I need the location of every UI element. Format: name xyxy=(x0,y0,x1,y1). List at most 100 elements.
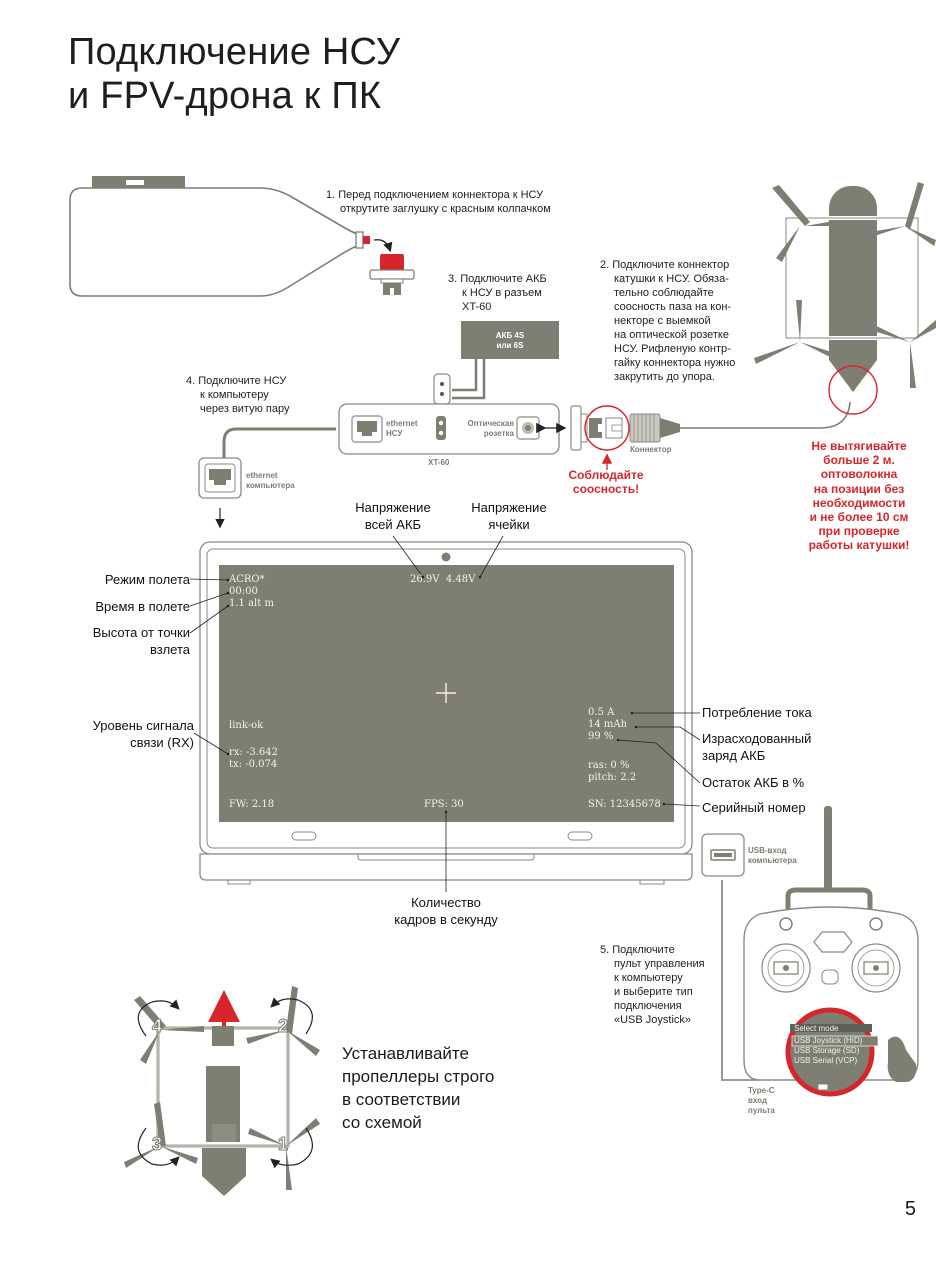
typec-label-line1: Type-C xyxy=(748,1086,775,1095)
menu-option-usb-storage[interactable]: USB Storage (SD) xyxy=(794,1046,860,1055)
fiber-warning-line: необходимости xyxy=(812,495,906,510)
step-5-number: 5. xyxy=(600,944,610,956)
step-2-line: катушки к НСУ. Обяза- xyxy=(614,273,729,285)
step-5-line: Подключите xyxy=(612,944,675,956)
callout-pack-voltage: Напряжение всей АКБ xyxy=(332,499,454,533)
page-title: Подключение НСУ и FPV-дрона к ПК xyxy=(68,30,400,118)
step-2-number: 2. xyxy=(600,259,610,271)
step-4-line: к компьютеру xyxy=(200,389,269,401)
osd-attitude: ras: 0 % pitch: 2.2 xyxy=(588,760,636,784)
crosshair-icon xyxy=(436,683,456,703)
callout-altitude-line1: Высота от точки xyxy=(92,625,190,640)
propeller-number-2: 2 xyxy=(277,1016,289,1037)
laptop xyxy=(199,541,693,885)
callout-signal-line1: Уровень сигнала xyxy=(92,718,194,733)
pc-ethernet-label-line2: компьютера xyxy=(246,481,295,490)
usb-input-label: USB-вход компьютера xyxy=(748,846,797,866)
gcu-ethernet-label-line2: НСУ xyxy=(386,429,403,438)
step-4-text: 4. Подключите НСУ к компьютеру через вит… xyxy=(186,374,289,416)
fiber-connector xyxy=(570,401,851,470)
menu-option-usb-serial[interactable]: USB Serial (VCP) xyxy=(794,1056,858,1065)
step-1-text: 1. Перед подключением коннектора к НСУ о… xyxy=(326,188,551,216)
step-4-line: через витую пару xyxy=(200,403,290,415)
propeller-instruction-line: со схемой xyxy=(342,1113,422,1132)
battery-label-line2: или 6S xyxy=(496,341,524,350)
radio-controller xyxy=(743,806,919,1097)
page-number: 5 xyxy=(904,1198,916,1220)
step-1-line1: Перед подключением коннектора к НСУ xyxy=(338,189,544,201)
connector-label: Коннектор xyxy=(630,445,672,454)
step-1-line2: открутите заглушку с красным колпачком xyxy=(340,203,551,215)
propeller-number-3: 3 xyxy=(151,1134,163,1155)
fiber-warning-line: оптоволокна xyxy=(820,467,898,482)
osd-pack-voltage: 26.9V xyxy=(410,574,440,585)
osd-serial: SN: 12345678 xyxy=(588,799,661,810)
alignment-warning-line2: соосность! xyxy=(572,482,640,496)
fiber-warning-line: больше 2 м. xyxy=(823,453,895,468)
osd-flight-mode: ACRO* xyxy=(229,574,265,585)
step-2-text: 2. Подключите коннектор катушки к НСУ. О… xyxy=(600,258,735,384)
typec-label-line3: пульта xyxy=(748,1106,775,1115)
step-2-line: некторе с выемкой xyxy=(614,315,711,327)
osd-link-values: rx: -3.642 tx: -0.074 xyxy=(229,747,278,771)
osd-flight-time: 00:00 xyxy=(229,586,258,597)
step-3-line: Подключите АКБ xyxy=(460,273,547,285)
alignment-warning: Соблюдайте соосность! xyxy=(556,468,656,496)
fiber-warning-line: и не более 10 см xyxy=(809,510,909,525)
step-3-number: 3. xyxy=(448,273,458,285)
optical-socket-label-line2: розетка xyxy=(483,429,514,438)
gcu-box xyxy=(338,403,567,455)
pc-ethernet-label: ethernet компьютера xyxy=(246,471,295,491)
controller-mode-menu: Select mode USB Joystick (HID) USB Stora… xyxy=(794,1024,862,1066)
osd-current: 0.5 A xyxy=(588,707,615,718)
ethernet-cable xyxy=(222,427,336,460)
propeller-instruction: Устанавливайте пропеллеры строго в соотв… xyxy=(342,1042,494,1134)
callout-consumed: Израсходованный заряд АКБ xyxy=(702,730,811,764)
callout-flight-mode: Режим полета xyxy=(104,572,190,587)
step-5-line: к компьютеру xyxy=(614,972,683,984)
step-2-line: Подключите коннектор xyxy=(612,259,730,271)
gcu-ethernet-label-line1: ethernet xyxy=(386,419,418,428)
osd-rx: rx: -3.642 xyxy=(229,747,278,758)
fiber-warning-line: на позиции без xyxy=(813,481,905,496)
page-title-line2: и FPV-дрона к ПК xyxy=(68,75,382,117)
drone-top-view xyxy=(754,182,936,415)
fiber-warning: Не вытягивайте больше 2 м. оптоволокна н… xyxy=(786,439,932,553)
callout-fps: Количество кадров в секунду xyxy=(376,894,516,928)
fiber-warning-line: работы катушки! xyxy=(808,538,910,553)
typec-label-line2: вход xyxy=(748,1096,768,1105)
osd-consumed: 14 mAh xyxy=(588,719,628,730)
osd-voltages: 26.9V 4.48V xyxy=(410,574,475,586)
callout-cell-voltage-line1: Напряжение xyxy=(471,500,547,515)
callout-pack-voltage-line1: Напряжение xyxy=(355,500,431,515)
osd-top-left: ACRO* 00:00 1.1 alt m xyxy=(229,574,274,610)
callout-fps-line2: кадров в секунду xyxy=(394,912,498,927)
spool-housing xyxy=(69,176,393,297)
menu-option-usb-joystick[interactable]: USB Joystick (HID) xyxy=(794,1036,863,1045)
usb-input-label-line2: компьютера xyxy=(748,856,797,865)
step-5-line: подключения xyxy=(614,1000,682,1012)
step-5-line: и выберите тип xyxy=(614,986,693,998)
alignment-warning-line1: Соблюдайте xyxy=(568,468,644,482)
red-cap xyxy=(369,254,415,296)
optical-socket-label: Оптическая розетка xyxy=(452,419,514,439)
pc-ethernet-port xyxy=(198,457,242,529)
osd-fps: FPS: 30 xyxy=(424,799,464,810)
callout-consumed-line1: Израсходованный xyxy=(702,731,812,746)
step-2-line: тельно соблюдайте xyxy=(614,287,714,299)
callout-flight-time: Время в полете xyxy=(95,599,190,614)
step-2-line: на оптической розетке xyxy=(614,329,729,341)
osd-ras: ras: 0 % xyxy=(588,760,630,771)
step-2-line: закрутить до упора. xyxy=(614,371,715,383)
callout-signal: Уровень сигнала связи (RX) xyxy=(40,717,194,751)
callout-consumed-line2: заряд АКБ xyxy=(702,748,766,763)
osd-altitude: 1.1 alt m xyxy=(229,598,274,609)
step-2-line: НСУ. Рифленую контр- xyxy=(614,343,731,355)
step-2-line: соосность паза на кон- xyxy=(614,301,732,313)
fiber-warning-line: при проверке xyxy=(818,524,900,539)
step-2-line: гайку коннектора нужно xyxy=(614,357,736,369)
xt60-label: XT-60 xyxy=(428,458,450,467)
osd-battery-percent: 99 % xyxy=(588,731,614,742)
typec-label: Type-C вход пульта xyxy=(748,1086,775,1116)
